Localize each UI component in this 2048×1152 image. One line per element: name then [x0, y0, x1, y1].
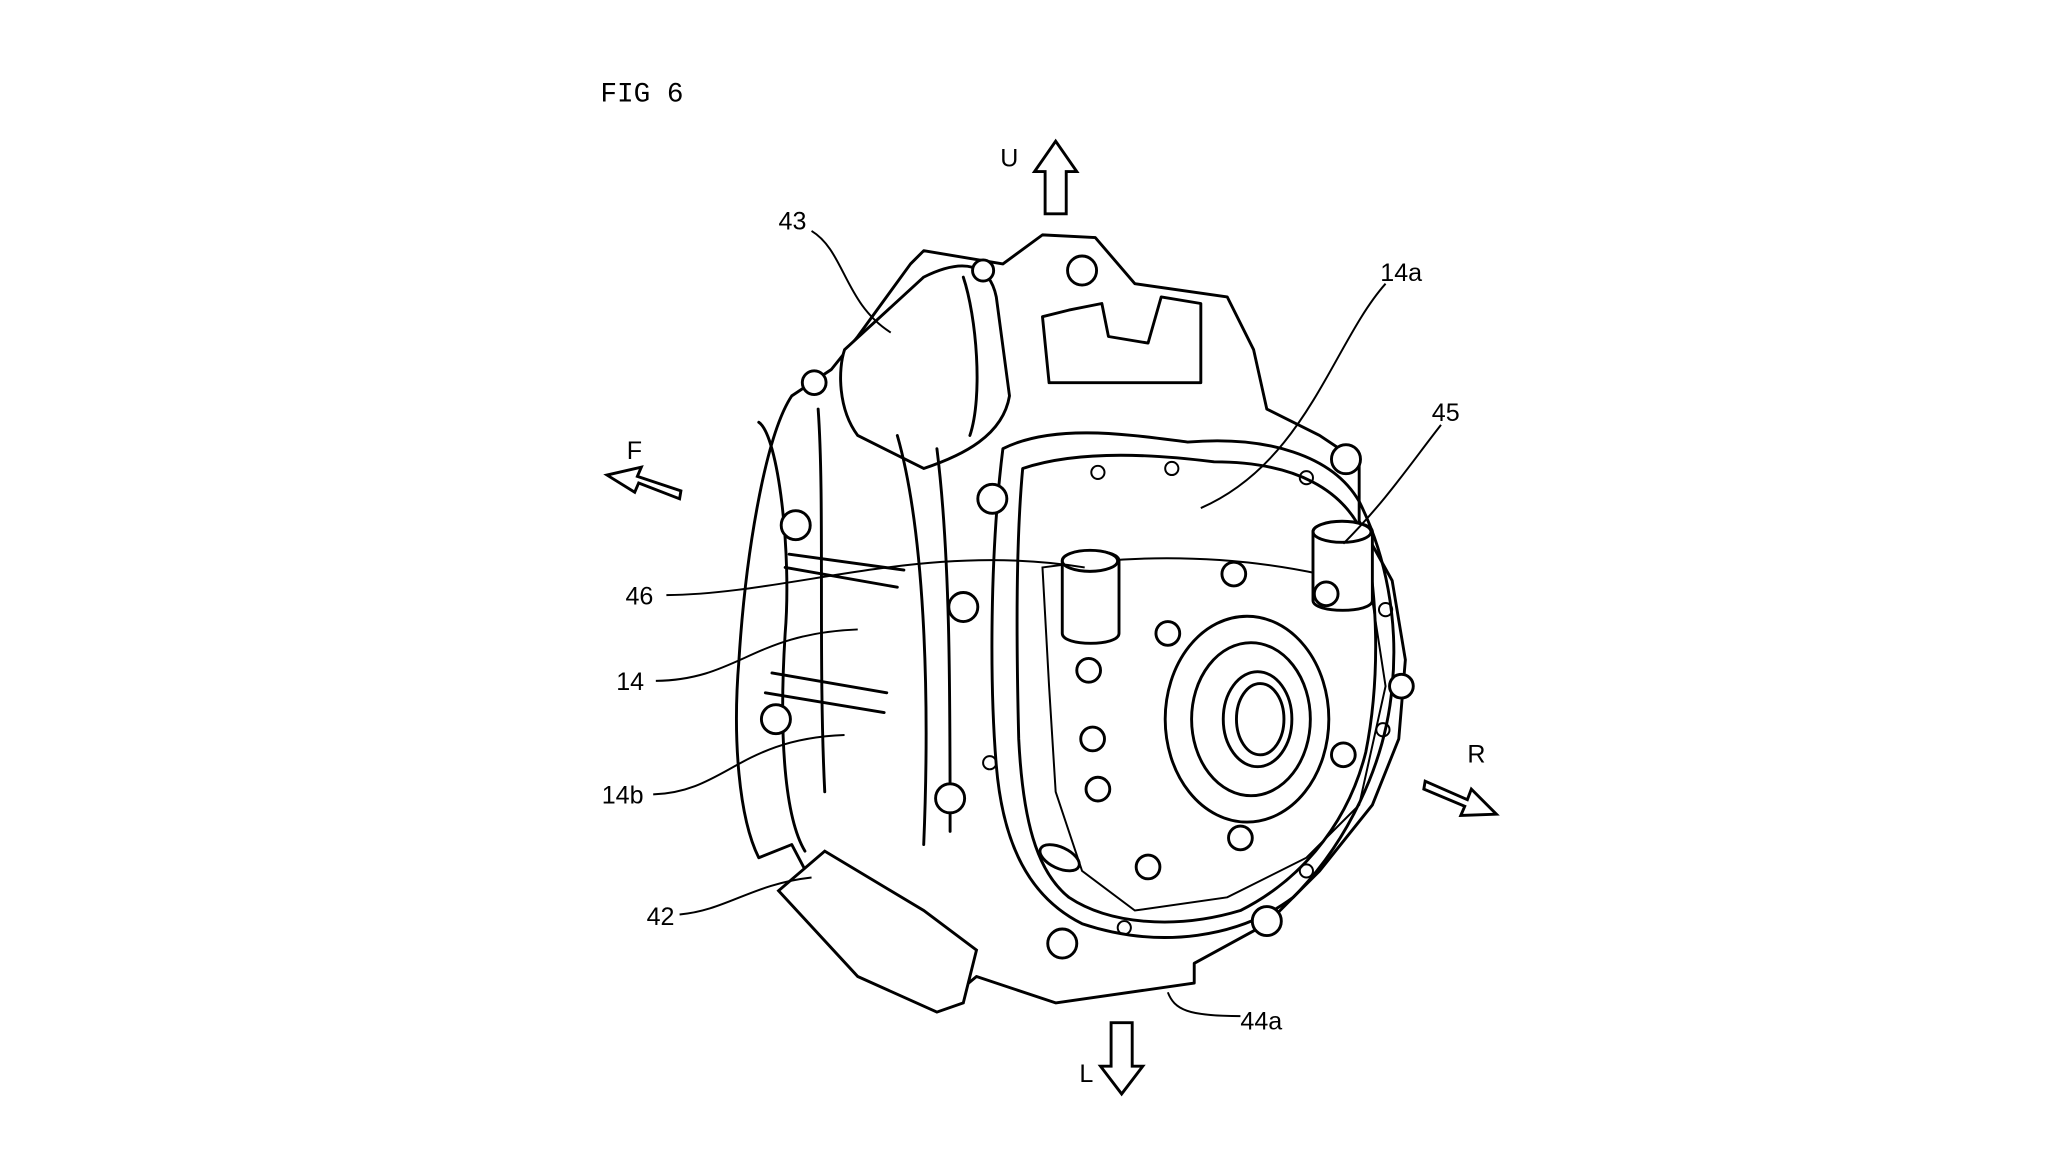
direction-r: R — [1467, 741, 1485, 769]
direction-l: L — [1079, 1060, 1093, 1088]
arrow-front-icon — [603, 465, 683, 501]
direction-u: U — [1000, 144, 1018, 172]
label-14: 14 — [616, 668, 644, 696]
label-43: 43 — [779, 208, 807, 236]
label-14b: 14b — [602, 782, 644, 810]
label-45: 45 — [1432, 399, 1460, 427]
direction-f: F — [627, 437, 642, 465]
arrow-up-icon — [1031, 138, 1080, 216]
label-44a: 44a — [1240, 1007, 1282, 1035]
bolts — [759, 254, 1415, 960]
motor-housing — [735, 233, 1407, 1014]
label-42: 42 — [647, 903, 675, 931]
arrow-lower-icon — [1097, 1021, 1146, 1097]
label-46: 46 — [625, 582, 653, 610]
arrow-right-icon — [1422, 779, 1500, 818]
label-14a: 14a — [1380, 259, 1422, 287]
figure-title: FIG 6 — [600, 80, 683, 111]
leader-lines — [653, 230, 1442, 1018]
